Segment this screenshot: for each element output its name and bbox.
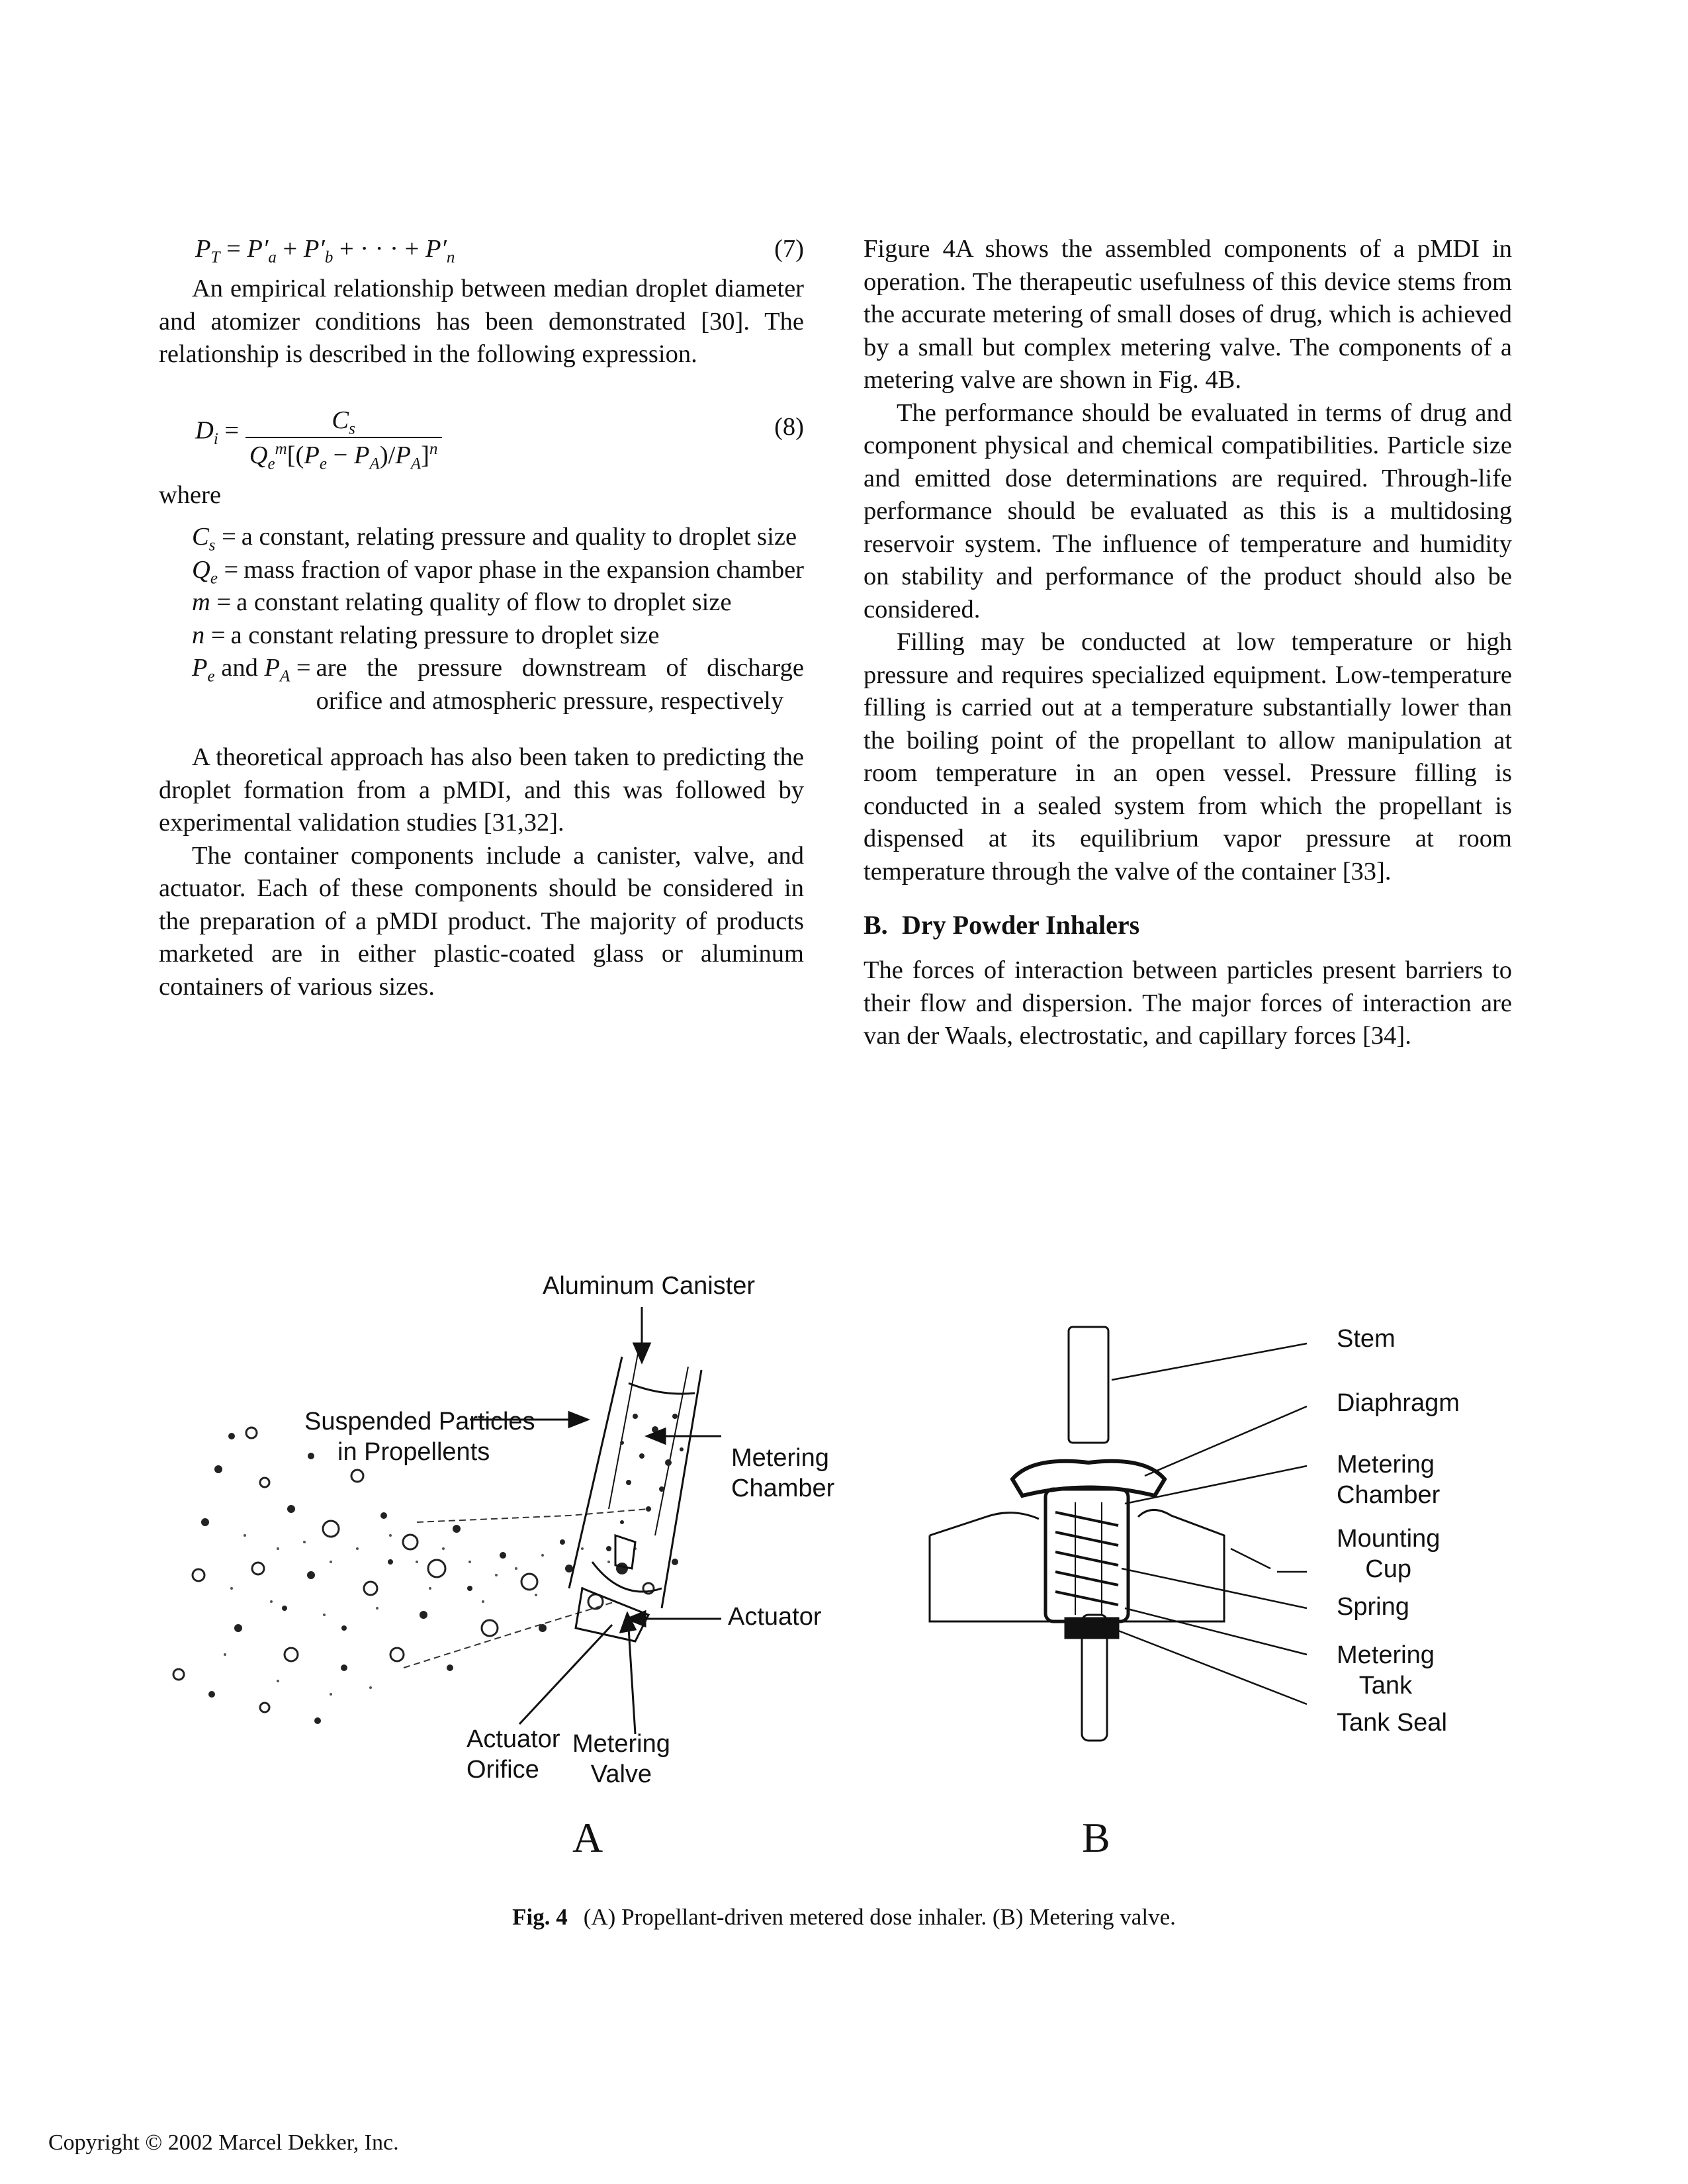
spray-cloud — [172, 1426, 678, 1724]
left-paragraph-1: An empirical relationship between median… — [159, 275, 804, 368]
figure-drawing — [172, 1307, 1308, 1742]
label-actuator: Actuator — [728, 1603, 822, 1631]
canister-drawing — [568, 1349, 703, 1643]
equation-7-number: (7) — [774, 235, 804, 263]
canister-particles — [606, 1414, 684, 1551]
right-column: Figure 4A shows the assembled components… — [864, 233, 1512, 1053]
panel-letter-b: B — [1082, 1814, 1110, 1861]
label-diaphragm: Diaphragm — [1337, 1389, 1460, 1417]
definition-cs: Cs = a constant, relating pressure and q… — [192, 523, 797, 555]
label-spring: Spring — [1337, 1593, 1409, 1621]
panel-letter-a: A — [572, 1814, 603, 1861]
definition-m: m = a constant relating quality of flow … — [192, 588, 732, 616]
label-aluminum-canister: Aluminum Canister — [543, 1272, 755, 1300]
where-label: where — [159, 480, 222, 509]
equation-7: PT = P′a + P′b + · · · + P′n (7) — [159, 233, 804, 273]
right-paragraph-1: Figure 4A shows the assembled components… — [864, 235, 1512, 394]
right-paragraph-4: The forces of interaction between partic… — [864, 956, 1512, 1050]
definition-n: n = a constant relating pressure to drop… — [192, 621, 660, 649]
caption-text: (A) Propellant-driven metered dose inhal… — [583, 1904, 1176, 1930]
right-paragraph-2: The performance should be evaluated in t… — [864, 398, 1512, 623]
label-stem: Stem — [1337, 1325, 1396, 1353]
metering-valve-drawing — [928, 1326, 1225, 1742]
equation-8-number: (8) — [774, 412, 804, 441]
variable-definitions: Cs = a constant, relating pressure and q… — [192, 521, 804, 717]
label-tank-seal: Tank Seal — [1337, 1709, 1447, 1737]
right-paragraph-3: Filling may be conducted at low temperat… — [864, 628, 1512, 886]
left-paragraph-3: The container components include a canis… — [159, 841, 804, 1001]
left-paragraph-2: A theoretical approach has also been tak… — [159, 743, 804, 837]
equation-7-formula: PT = P′a + P′b + · · · + P′n — [195, 235, 455, 267]
figure-caption: Fig. 4 (A) Propellant-driven metered dose… — [0, 1903, 1688, 1932]
copyright-footer: Copyright © 2002 Marcel Dekker, Inc. — [48, 2130, 399, 2155]
figure-4: Aluminum Canister Suspended Particles in… — [159, 1257, 1522, 1906]
caption-label: Fig. 4 — [512, 1904, 568, 1930]
equation-8: Di = Cs Qem[(Pe − PA)/PA]n (8) — [159, 388, 804, 474]
definition-qe: Qe = mass fraction of vapor phase in the… — [192, 555, 804, 588]
panel-b-leaders — [1111, 1342, 1308, 1706]
label-suspended-particles: Suspended Particles in Propellents — [304, 1408, 535, 1466]
spray-mist — [224, 1534, 637, 1696]
definition-pe-pa: Pe and PA = are the pressure downstream … — [192, 654, 804, 715]
panel-a-arrows — [470, 1307, 721, 1735]
left-column: PT = P′a + P′b + · · · + P′n (7) An empi… — [159, 233, 804, 1003]
section-heading: B.Dry Powder Inhalers — [864, 910, 1140, 940]
equation-8-formula: Di = Cs Qem[(Pe − PA)/PA]n — [195, 404, 442, 473]
